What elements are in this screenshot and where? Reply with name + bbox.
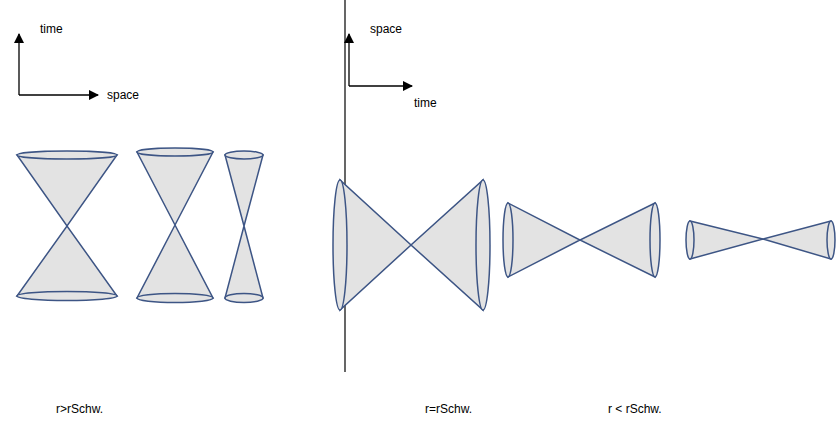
axis-label: space: [370, 22, 402, 36]
region-label: r < rSchw.: [608, 402, 662, 416]
region-label: r>rSchw.: [56, 402, 103, 416]
axes-left: [19, 34, 98, 95]
axis-label: time: [414, 96, 437, 110]
region-label: r=rSchw.: [425, 402, 472, 416]
axes-right: [349, 34, 412, 86]
light-cones-horizontal: [333, 180, 835, 310]
axis-label: space: [107, 88, 139, 102]
light-cones-vertical: [17, 148, 263, 303]
axis-label: time: [40, 22, 63, 36]
